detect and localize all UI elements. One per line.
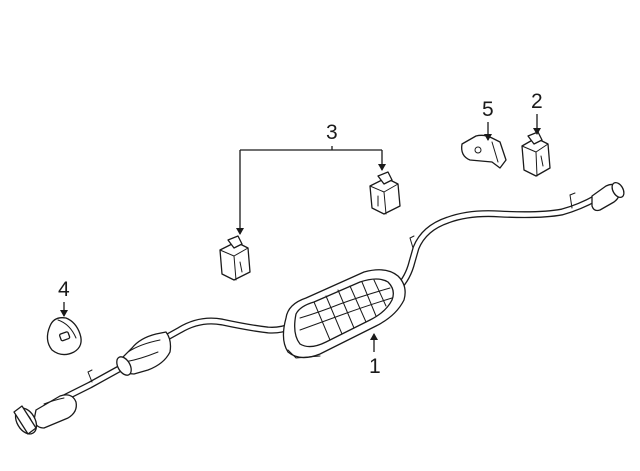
muffler [282,269,406,359]
callout-3: 3 [236,121,386,235]
callout-1: 1 [369,333,381,378]
hanger-part-2 [521,131,551,177]
catalytic-converter [116,331,172,376]
callout-label-4: 4 [58,278,70,301]
tailpipe-tip [591,181,625,212]
callout-label-3: 3 [326,121,338,144]
rubber-insulator [46,317,82,356]
callout-label-1: 1 [369,355,381,378]
hanger-bracket-lower [219,235,251,281]
callout-5: 5 [482,98,494,141]
callout-4: 4 [58,278,70,317]
callout-2: 2 [531,90,543,135]
bracket-part-5 [461,134,507,169]
hanger-bracket-upper [369,171,401,215]
callout-label-5: 5 [482,98,494,121]
callout-label-2: 2 [531,90,543,113]
front-flange [13,394,77,435]
exhaust-pipe-assembly [13,181,625,435]
